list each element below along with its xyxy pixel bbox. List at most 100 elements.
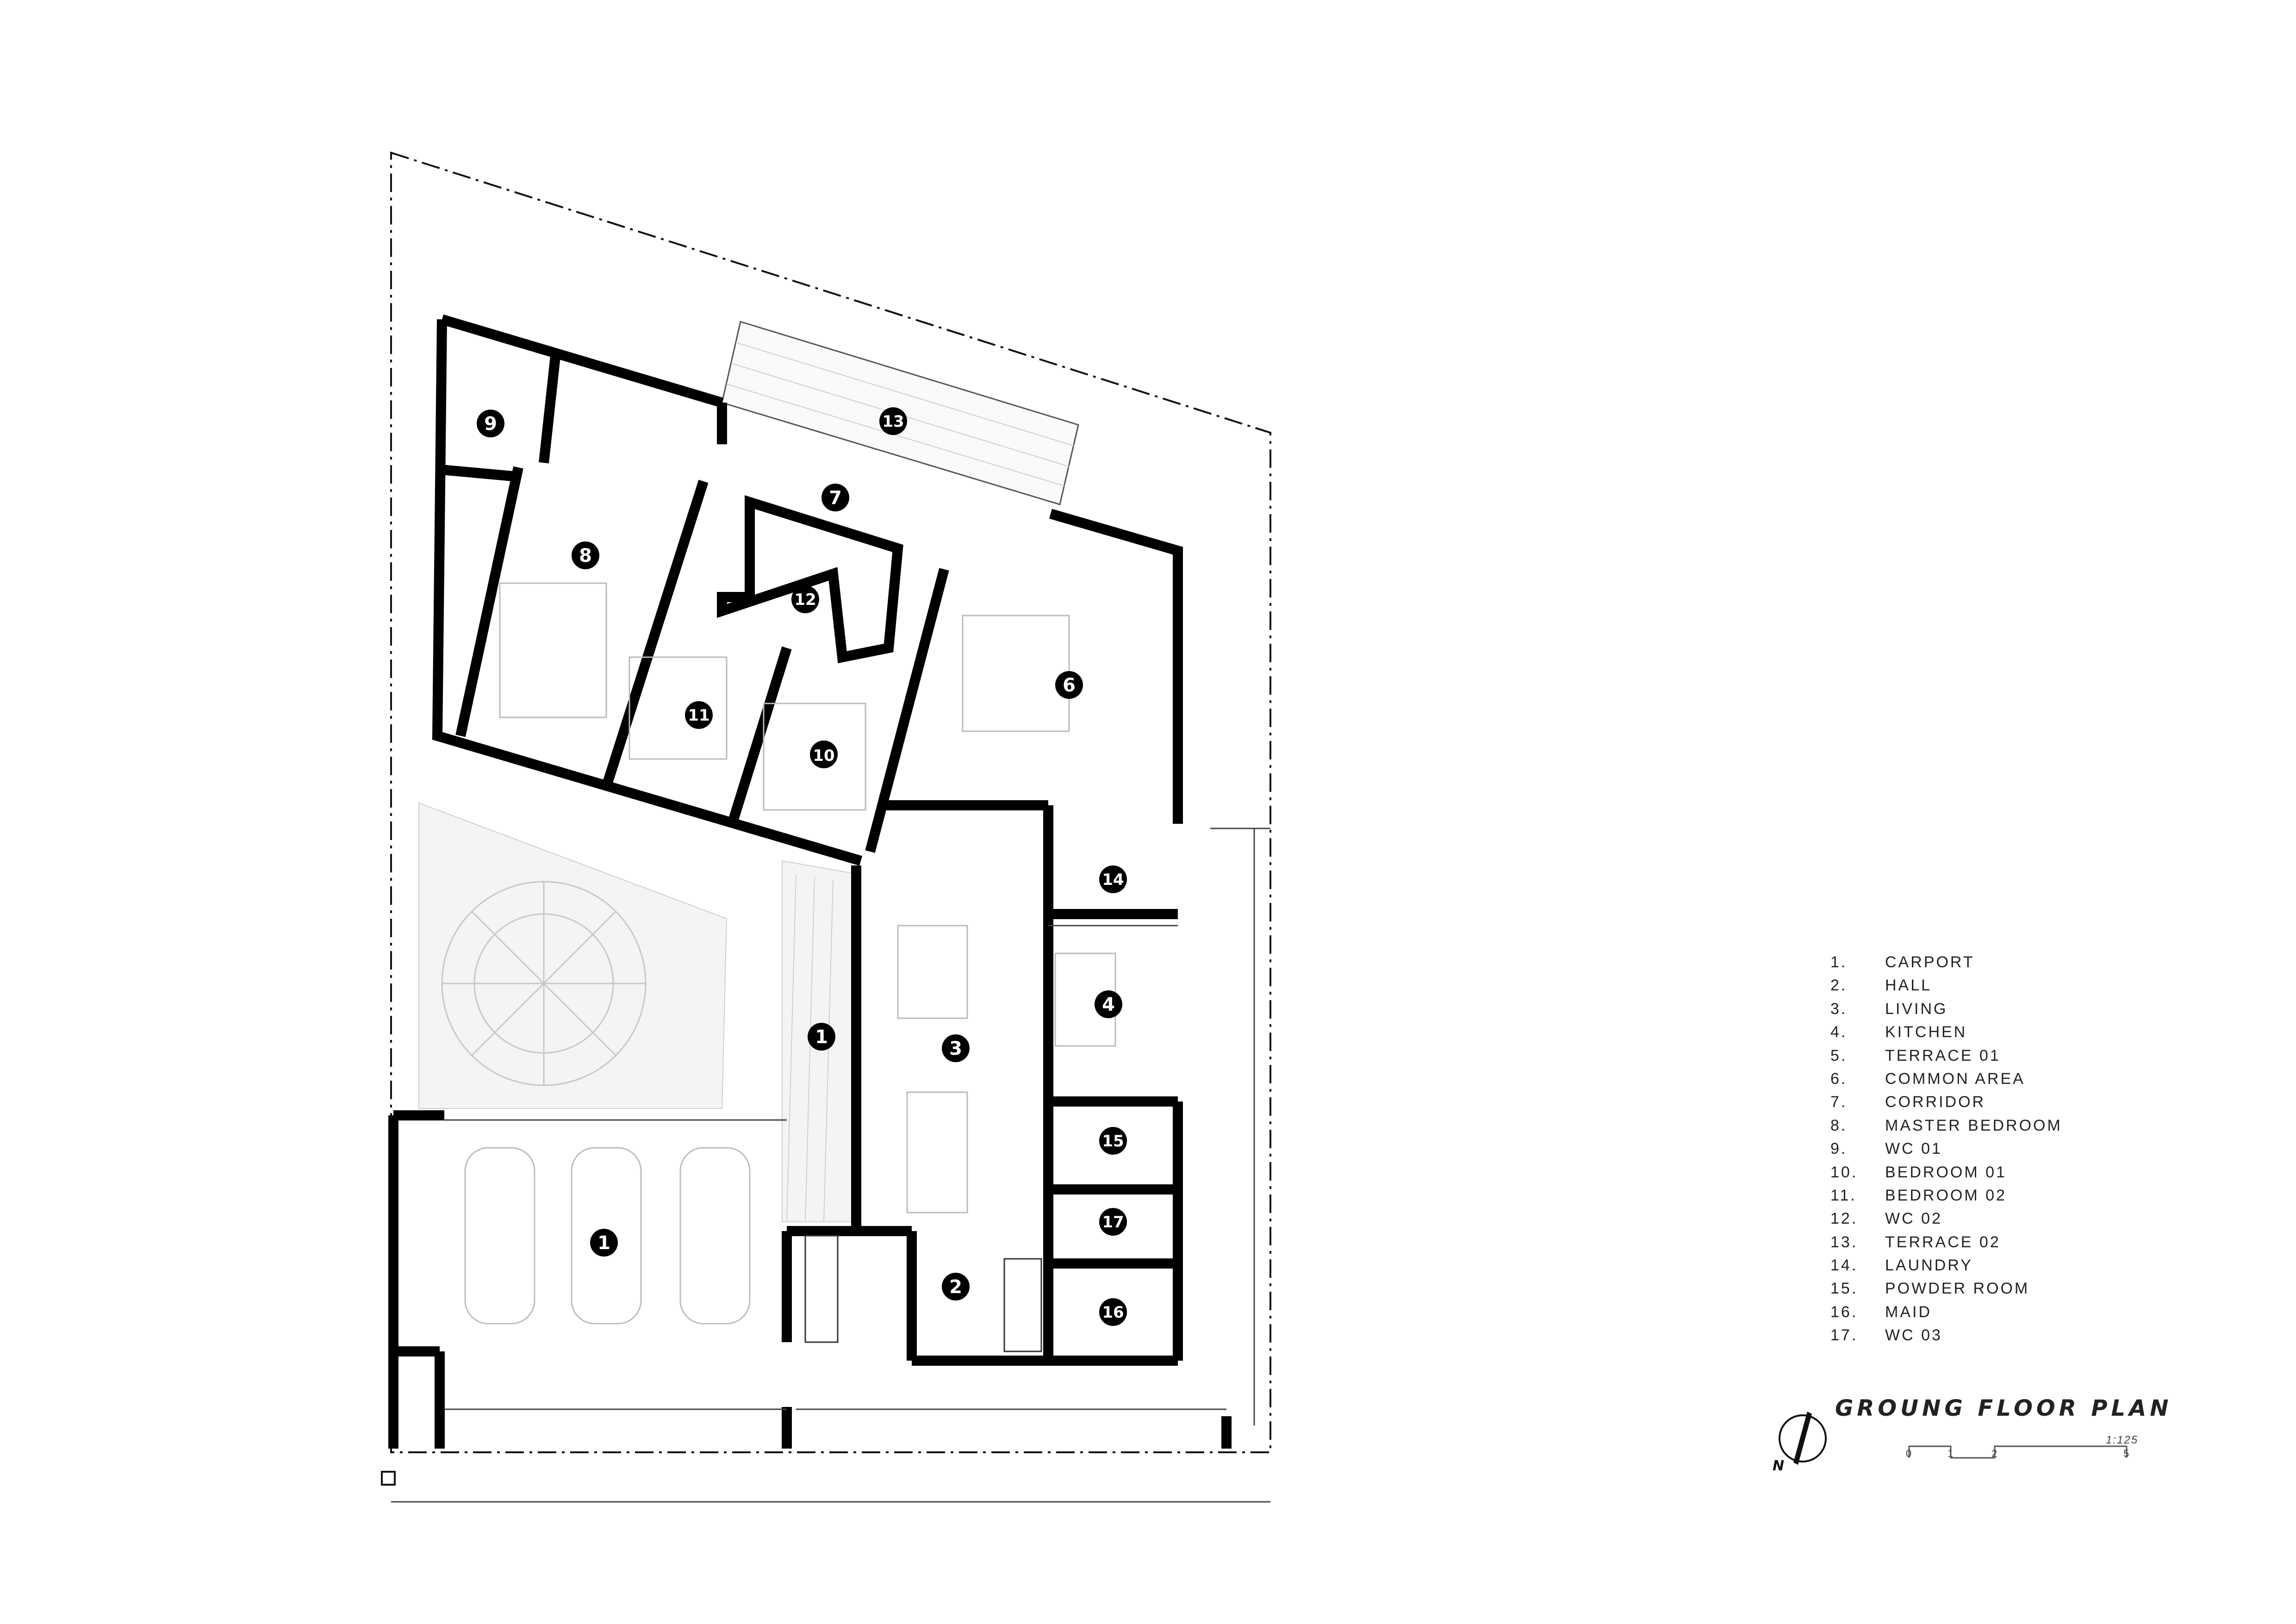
legend-room-name: COMMON AREA [1885, 1070, 2025, 1088]
svg-text:10: 10 [813, 747, 834, 765]
svg-text:12: 12 [794, 591, 816, 609]
legend-number: 5. [1830, 1046, 1848, 1064]
drawing-title: GROUNG FLOOR PLAN [1835, 1395, 2172, 1421]
svg-text:3: 3 [949, 1038, 962, 1059]
north-label: N [1773, 1458, 1785, 1474]
legend-room-name: BEDROOM 01 [1885, 1163, 2007, 1181]
legend-room-name: BEDROOM 02 [1885, 1186, 2007, 1204]
svg-text:13: 13 [882, 412, 904, 431]
scale-tick: 2 [1991, 1448, 1997, 1459]
legend-item: 6.COMMON AREA [1830, 1070, 2062, 1093]
corner-marker [381, 1471, 396, 1486]
legend-item: 13.TERRACE 02 [1830, 1233, 2062, 1257]
legend-room-name: TERRACE 01 [1885, 1046, 2001, 1064]
legend-number: 17. [1830, 1326, 1858, 1344]
svg-text:6: 6 [1063, 675, 1076, 696]
legend-item: 12. WC 02 [1830, 1210, 2062, 1233]
legend-item: 4. KITCHEN [1830, 1023, 2062, 1046]
legend-item: 7. CORRIDOR [1830, 1093, 2062, 1116]
room-marker: 1 [590, 1229, 618, 1257]
room-marker: 8 [572, 541, 599, 569]
legend-number: 16. [1830, 1303, 1858, 1321]
legend-item: 11. BEDROOM 02 [1830, 1187, 2062, 1210]
legend-room-name: POWDER ROOM [1885, 1280, 2030, 1298]
legend-room-name: MASTER BEDROOM [1885, 1116, 2062, 1134]
legend-room-name: WC 03 [1885, 1326, 1942, 1344]
room-marker: 7 [821, 484, 849, 511]
legend-number: 7. [1830, 1093, 1848, 1111]
legend-room-name: CARPORT [1885, 953, 1975, 971]
scale-tick: 0 [1906, 1448, 1912, 1459]
legend-number: 2. [1830, 977, 1848, 995]
landscape-areas [418, 802, 862, 1222]
scale-label: 1:125 [2106, 1434, 2139, 1446]
legend-number: 10. [1830, 1163, 1858, 1181]
svg-text:1: 1 [597, 1232, 610, 1254]
svg-text:9: 9 [484, 413, 497, 435]
svg-text:16: 16 [1102, 1303, 1124, 1322]
stair [804, 1235, 1042, 1352]
legend-item: 17. WC 03 [1830, 1326, 2062, 1350]
room-marker: 6 [1055, 671, 1083, 699]
walls [388, 314, 1232, 1449]
legend-item: 16. MAID [1830, 1303, 2062, 1326]
legend-room-name: HALL [1885, 977, 1932, 995]
legend-number: 9. [1830, 1140, 1848, 1158]
svg-text:4: 4 [1102, 994, 1115, 1015]
room-marker: 10 [810, 740, 838, 768]
room-marker: 11 [685, 701, 713, 729]
legend-item: 15. POWDER ROOM [1830, 1280, 2062, 1303]
tree-icon [441, 881, 647, 1086]
legend-number: 12. [1830, 1210, 1858, 1228]
legend-item: 2. HALL [1830, 977, 2062, 1000]
legend-item: 5. TERRACE 01 [1830, 1047, 2062, 1070]
legend-room-name: LAUNDRY [1885, 1257, 1973, 1275]
legend-room-name: CORRIDOR [1885, 1093, 1986, 1111]
svg-text:1: 1 [815, 1027, 828, 1048]
legend-number: 14. [1830, 1257, 1858, 1275]
legend-number: 3. [1830, 1000, 1848, 1018]
room-marker: 4 [1095, 990, 1122, 1018]
room-marker: 1 [808, 1023, 835, 1051]
room-marker: 9 [477, 410, 504, 437]
room-marker: 16 [1099, 1298, 1127, 1326]
legend-item: 8. MASTER BEDROOM [1830, 1117, 2062, 1140]
room-marker: 3 [942, 1034, 970, 1062]
legend-room-name: WC 01 [1885, 1140, 1942, 1158]
terrace-01-deck [786, 874, 834, 1222]
legend-room-name: WC 02 [1885, 1210, 1942, 1228]
room-marker: 15 [1099, 1127, 1127, 1155]
svg-text:8: 8 [579, 545, 592, 566]
room-marker: 14 [1099, 865, 1127, 893]
svg-text:14: 14 [1102, 871, 1124, 889]
legend-item: 14. LAUNDRY [1830, 1257, 2062, 1280]
room-markers: 1 1 2 3 4 6 7 8 9 10 11 12 13 14 15 16 1… [477, 407, 1127, 1326]
scale-bar [1908, 1445, 2128, 1459]
legend-number: 15. [1830, 1280, 1858, 1298]
svg-text:2: 2 [949, 1276, 962, 1298]
legend-room-name: KITCHEN [1885, 1023, 1967, 1041]
legend-item: 1.CARPORT [1830, 953, 2062, 977]
scale-tick: 5 [2123, 1448, 2129, 1459]
legend-room-name: LIVING [1885, 1000, 1948, 1018]
legend-number: 8. [1830, 1116, 1848, 1134]
svg-text:17: 17 [1102, 1213, 1124, 1232]
site-boundary [390, 151, 1271, 1453]
legend-number: 11. [1830, 1186, 1857, 1204]
legend-number: 13. [1830, 1233, 1858, 1251]
legend-item: 10. BEDROOM 01 [1830, 1164, 2062, 1187]
legend-item: 9. WC 01 [1830, 1140, 2062, 1163]
furniture-outlines [499, 582, 1116, 1213]
scale-tick: 1 [1948, 1448, 1954, 1459]
legend-item: 3. LIVING [1830, 1000, 2062, 1023]
svg-text:11: 11 [688, 706, 709, 725]
north-arrow-icon [1779, 1412, 1827, 1465]
svg-text:7: 7 [829, 487, 842, 509]
thin-lines [391, 828, 1270, 1503]
room-marker: 2 [942, 1273, 970, 1300]
legend-number: 4. [1830, 1023, 1848, 1041]
legend-room-name: MAID [1885, 1303, 1932, 1321]
svg-text:15: 15 [1102, 1132, 1124, 1151]
